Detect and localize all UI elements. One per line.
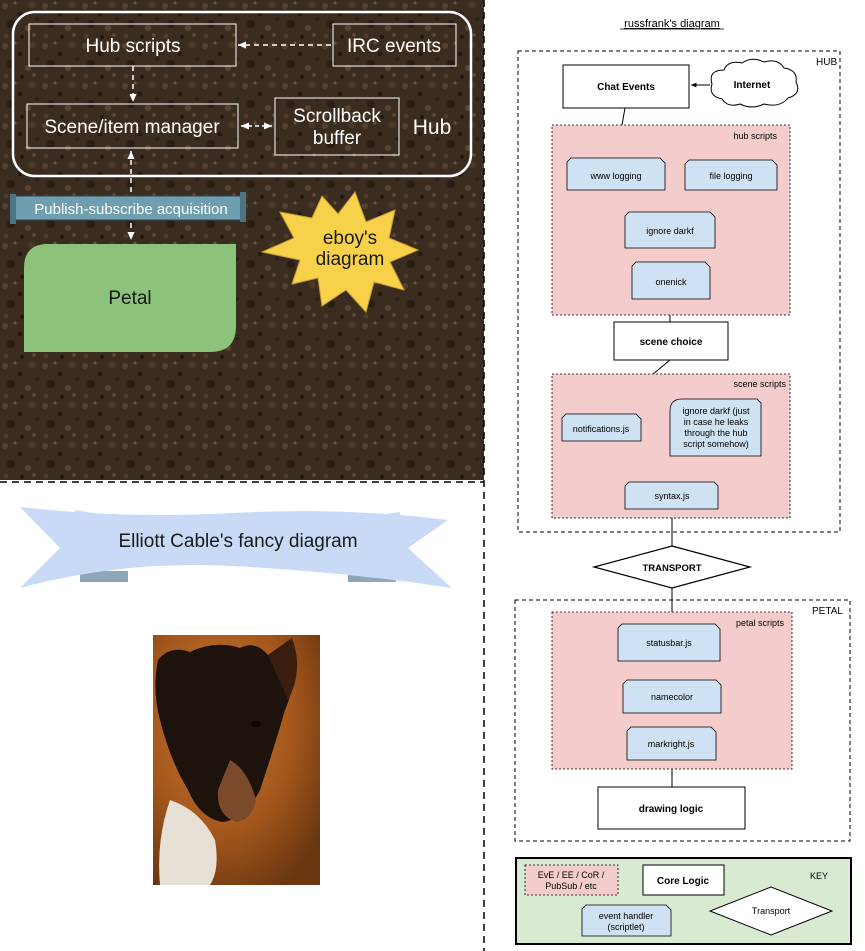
notifications-label: notifications.js [573,424,630,434]
petal-container [514,599,851,842]
irc-events-label: IRC events [347,36,441,57]
statusbar-box [617,623,721,662]
statusbar-label: statusbar.js [646,638,692,648]
scene-choice-box [613,321,729,361]
eboy-starburst [260,190,420,314]
scrollback-label-line2: buffer [313,128,362,149]
pubsub-banner-cap-left [10,194,16,224]
scrollback-box [274,97,400,156]
drawing-logic-label: drawing logic [639,804,704,815]
hub-scripts-group-label: hub scripts [733,131,777,141]
key-handler-line1: event handler [599,911,654,921]
russfrank-title: russfrank's diagram [624,18,720,30]
ignore-darkf-long-line2: in case he leaks [684,417,749,427]
namecolor-label: namecolor [651,692,693,702]
chat-events-box [562,64,690,109]
markright-label: markright.js [648,739,695,749]
petal-label: Petal [108,288,151,309]
starburst-label-line1: eboy's [323,228,377,249]
soil-background [0,0,484,480]
key-handler-line2: (scriptlet) [607,922,644,932]
ignore-darkf-long-line3: through the hub [684,428,747,438]
dog-muzzle [217,760,256,822]
syntax-label: syntax.js [654,491,690,501]
markright-box [626,726,717,761]
syntax-box [624,481,719,510]
key-core-logic-box [642,864,725,896]
key-label: KEY [810,871,828,881]
key-handler-box [581,904,672,937]
internet-cloud [710,58,799,108]
dog-photo [153,635,320,885]
banner-center [75,510,400,568]
key-core-logic-label: Core Logic [657,876,710,887]
key-eve-line1: EvE / EE / CoR / [538,870,605,880]
ignore-darkf-long-line1: ignore darkf (just [682,406,750,416]
elliott-diagram: Elliott Cable's fancy diagram [20,507,452,588]
ignore-darkf-long-box [669,398,762,457]
file-logging-box [684,159,778,191]
onenick-label: onenick [655,277,687,287]
banner-label: Elliott Cable's fancy diagram [118,531,357,552]
ignore-darkf-long-line4: script somehow) [683,439,749,449]
hub-label: Hub [413,116,452,139]
petal-scripts-group-label: petal scripts [736,618,785,628]
transport-diamond [591,545,753,589]
hub-outline [11,10,473,178]
hub-container-label: HUB [816,57,837,68]
www-logging-label: www logging [589,171,641,181]
dog-ear [268,638,298,700]
dog-head [155,640,294,822]
key-transport-label: Transport [752,906,791,916]
hub-scripts-label: Hub scripts [85,36,180,57]
hub-container [517,50,841,533]
key-eve-line2: PubSub / etc [545,881,597,891]
scene-choice-label: scene choice [640,337,703,348]
dog-eye [251,721,261,727]
russfrank-diagram: russfrank's diagram HUB Chat Events Inte… [514,18,852,945]
notifications-box [561,413,642,442]
namecolor-box [622,679,722,714]
scrollback-label-line1: Scrollback [293,106,381,127]
eboy-diagram: Hub scripts IRC events Scene/item manage… [0,0,484,480]
petal-container-label: PETAL [812,606,843,617]
scene-item-manager-label: Scene/item manager [44,117,220,138]
banner-fold-left [80,571,128,582]
key-transport-diamond [708,886,834,936]
chat-events-label: Chat Events [597,82,655,93]
pubsub-label: Publish-subscribe acquisition [34,201,227,218]
ignore-darkf-label: ignore darkf [646,226,694,236]
pubsub-banner-cap-right [240,192,246,222]
scene-scripts-group-label: scene scripts [733,379,786,389]
petal-shape [24,244,236,352]
ignore-darkf-box [624,211,716,249]
irc-events-box [332,23,457,67]
scene-item-manager-box [26,103,239,149]
file-logging-label: file logging [709,171,752,181]
www-logging-box [566,157,666,191]
key-eve-box [524,864,619,896]
onenick-box [631,261,711,300]
dog-chest [159,800,217,885]
transport-label: TRANSPORT [642,563,701,574]
drawing-logic-box [597,786,746,830]
internet-label: Internet [734,80,771,91]
starburst-label-line2: diagram [316,249,385,270]
